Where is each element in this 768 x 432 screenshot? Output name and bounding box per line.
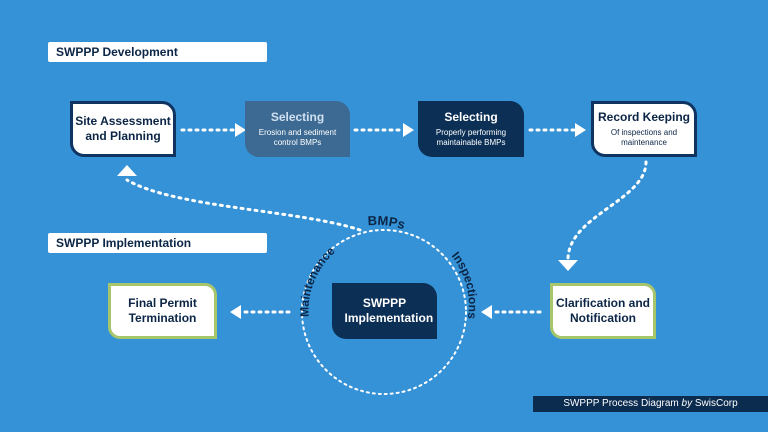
step-clarification-title: Clarification and Notification [555,296,650,325]
arrow-head-1 [235,123,246,137]
step-selecting-bmps-subtitle: Properly performing maintainable BMPs [435,128,507,147]
step-selecting-erosion-subtitle: Erosion and sediment control BMPs [258,128,337,147]
step-final-permit-title: Final Permit Termination [128,296,197,325]
footer-by: by [681,398,693,409]
cycle-label-top: BMPs [367,213,407,232]
connector-5 [125,178,362,232]
arrow-head-3 [575,123,586,137]
arrow-head-6 [481,305,492,319]
step-final-permit: Final Permit Termination [108,283,217,339]
footer-caption: SWPPP Process Diagram by SwisCorp [533,396,768,412]
section-label-development: SWPPP Development [48,42,267,62]
step-record-keeping: Record Keeping Of inspections and mainte… [591,101,697,157]
step-site-assessment: Site Assessment and Planning [70,101,176,157]
step-selecting-bmps-title: Selecting [444,110,498,124]
step-swppp-implementation-title: SWPPP Implementation [344,296,434,325]
step-selecting-erosion-title: Selecting [270,110,325,124]
step-record-keeping-subtitle: Of inspections and maintenance [610,128,678,147]
connector-4 [566,160,648,260]
arrow-head-2 [403,123,414,137]
step-selecting-bmps: Selecting Properly performing maintainab… [418,101,524,157]
cycle-label-right: Inspections [449,249,480,320]
arrow-head-5 [117,165,137,176]
footer-text: SWPPP Process Diagram [563,398,679,409]
step-swppp-implementation: SWPPP Implementation [332,283,437,339]
footer-brand: SwisCorp [694,398,738,409]
arrow-head-4 [558,260,578,271]
step-site-assessment-title: Site Assessment and Planning [75,114,171,143]
section-label-implementation: SWPPP Implementation [48,233,267,253]
arrow-head-7 [230,305,241,319]
step-record-keeping-title: Record Keeping [597,110,690,124]
step-clarification: Clarification and Notification [550,283,656,339]
cycle-circle [301,229,467,395]
step-selecting-erosion: Selecting Erosion and sediment control B… [245,101,350,157]
